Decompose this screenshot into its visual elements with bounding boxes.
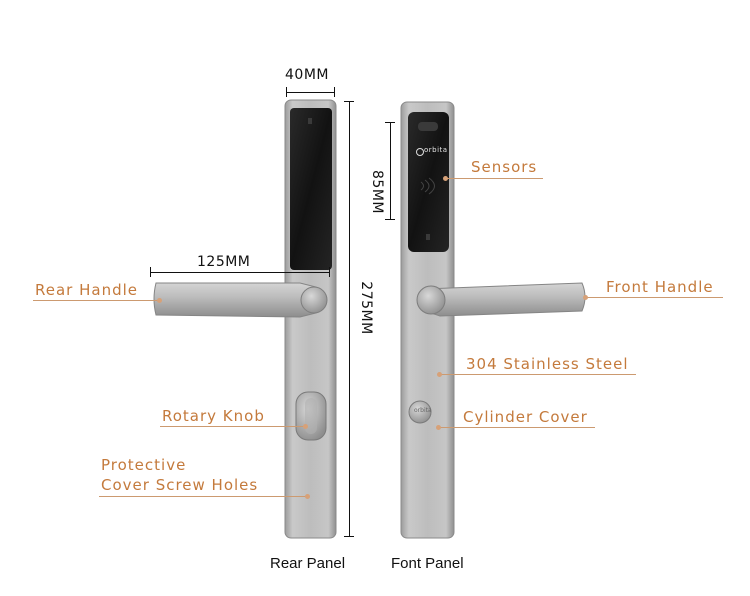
- label-protective-line1: Protective: [101, 456, 187, 474]
- dim-width-tick-left: [286, 87, 287, 97]
- cylinder-cover: [408, 400, 432, 424]
- dim-sensor-tick-bottom: [385, 219, 395, 220]
- rear-handle: [153, 282, 328, 318]
- dim-height-label: 275MM: [358, 281, 374, 335]
- marker-rotary-knob: [303, 424, 308, 429]
- label-sensors: Sensors: [471, 158, 538, 176]
- dim-handle-line: [150, 272, 330, 273]
- dim-sensor-label: 85MM: [369, 170, 385, 214]
- label-protective-line2: Cover Screw Holes: [101, 476, 259, 494]
- dim-handle-tick-right: [329, 267, 330, 277]
- marker-front-handle: [583, 295, 588, 300]
- dim-height-tick-bottom: [344, 536, 354, 537]
- dim-height-line: [349, 101, 350, 537]
- dim-height-tick-top: [344, 101, 354, 102]
- rear-panel: [284, 99, 337, 539]
- dim-width-label: 40MM: [285, 67, 329, 83]
- leader-cylinder-cover: [438, 427, 595, 428]
- marker-screw-holes: [305, 494, 310, 499]
- marker-sensors: [443, 176, 448, 181]
- leader-protective: [99, 496, 309, 497]
- label-stainless-steel: 304 Stainless Steel: [466, 355, 629, 373]
- label-cylinder-cover: Cylinder Cover: [463, 408, 588, 426]
- brand-logo-cylinder: orbita: [414, 407, 432, 414]
- dim-handle-label: 125MM: [197, 254, 251, 270]
- dim-handle-tick-left: [150, 267, 151, 277]
- dim-width-tick-right: [334, 87, 335, 97]
- label-rear-handle: Rear Handle: [35, 281, 138, 299]
- leader-front-handle: [585, 297, 723, 298]
- leader-rear-handle: [33, 300, 160, 301]
- sensor-reader: [408, 112, 449, 252]
- leader-sensors: [445, 178, 543, 179]
- caption-front-panel: Font Panel: [391, 555, 464, 572]
- dim-sensor-line: [390, 122, 391, 220]
- marker-cylinder-cover: [436, 425, 441, 430]
- battery-cover: [290, 108, 332, 270]
- label-front-handle: Front Handle: [606, 278, 714, 296]
- marker-rear-handle: [157, 298, 162, 303]
- front-panel: [400, 101, 455, 539]
- marker-stainless-steel: [437, 372, 442, 377]
- caption-rear-panel: Rear Panel: [270, 555, 346, 572]
- dim-width-line: [286, 92, 334, 93]
- leader-rotary-knob: [160, 426, 306, 427]
- front-handle: [416, 282, 586, 317]
- dim-sensor-tick-top: [385, 122, 395, 123]
- leader-stainless-steel: [440, 374, 636, 375]
- label-rotary-knob: Rotary Knob: [162, 407, 265, 425]
- brand-logo-reader: orbita: [424, 146, 448, 154]
